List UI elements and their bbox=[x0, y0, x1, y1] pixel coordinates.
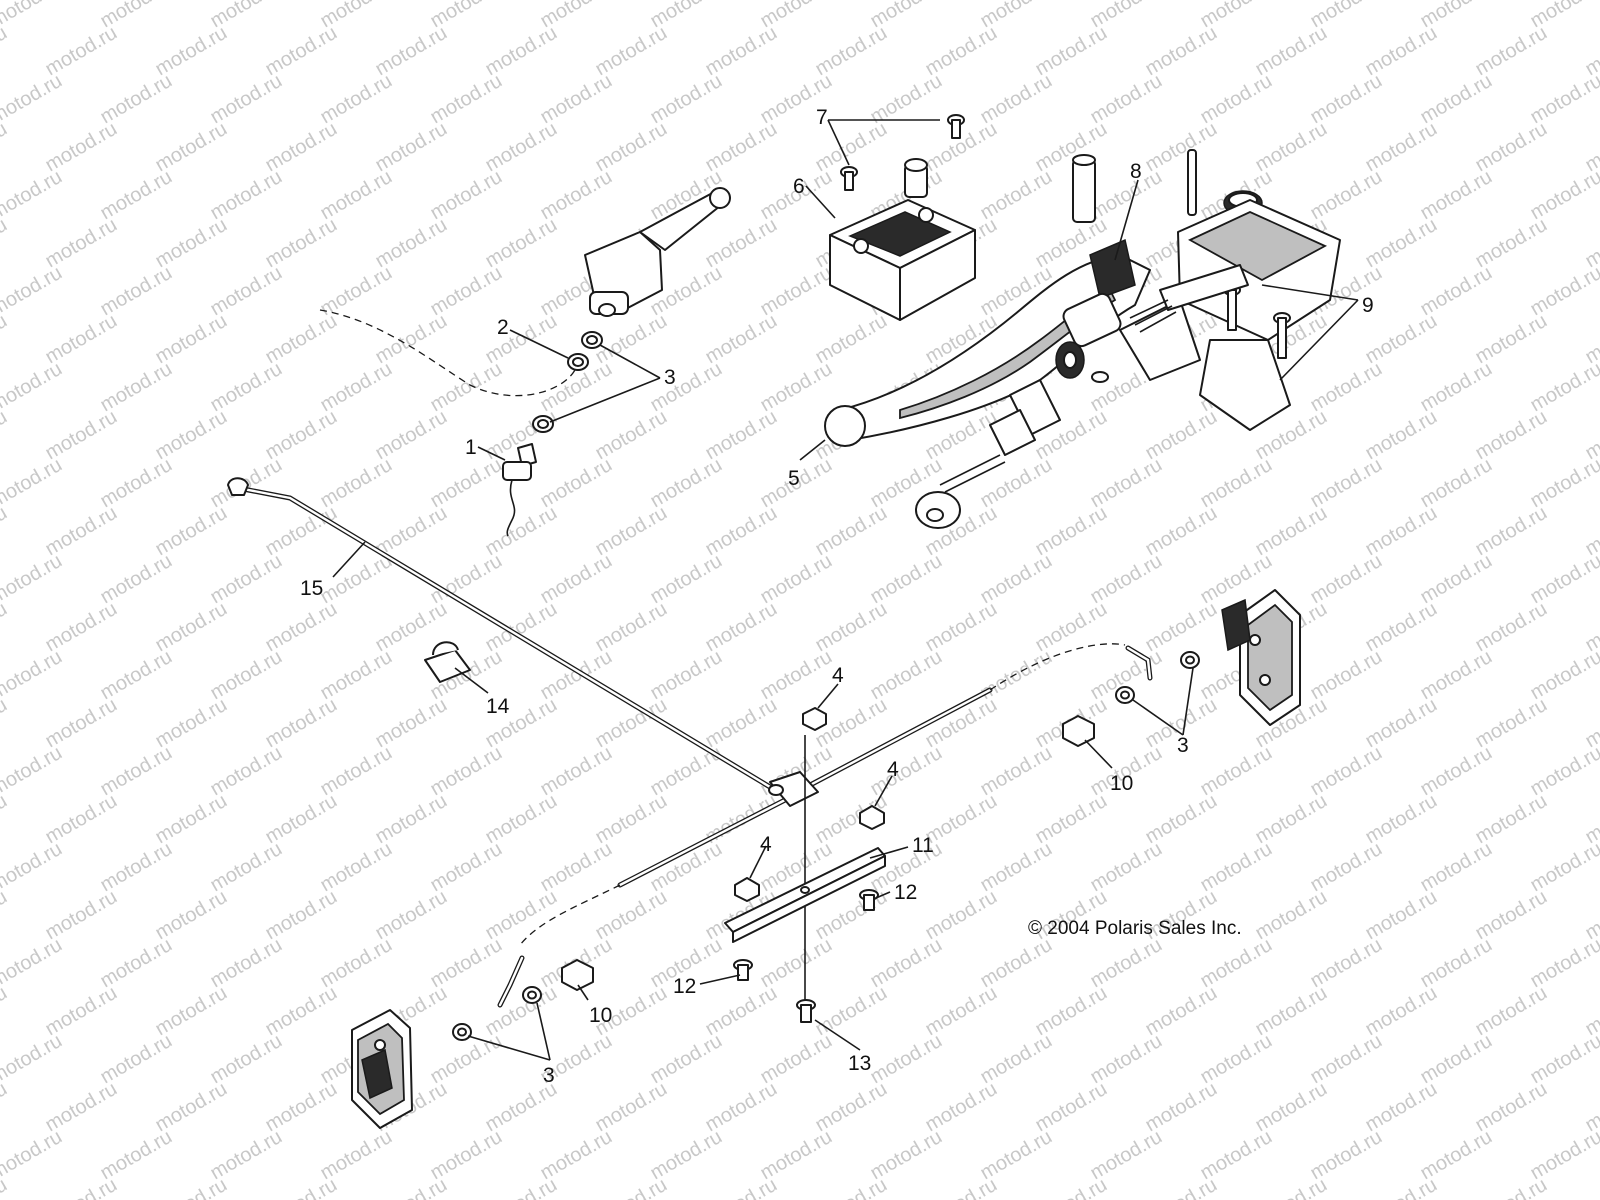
watermark-text: motod.ru bbox=[0, 22, 11, 81]
callout-11: 11 bbox=[912, 834, 934, 857]
piston-assembly bbox=[915, 264, 1249, 529]
callout-10: 10 bbox=[589, 1004, 612, 1027]
brake-line-left-branch bbox=[497, 797, 788, 1008]
brake-line-tee bbox=[768, 771, 819, 807]
left-hose-dashed-route bbox=[319, 309, 576, 397]
washer-upper bbox=[581, 331, 603, 349]
nut-right bbox=[859, 805, 885, 830]
watermark-text: motod.ru bbox=[0, 1030, 66, 1089]
callout-5: 5 bbox=[788, 467, 800, 490]
brake-line-right-branch bbox=[792, 643, 1153, 796]
callout-10: 10 bbox=[1110, 772, 1133, 795]
cover-screw-left bbox=[840, 166, 858, 191]
reservoir-cover bbox=[829, 158, 976, 321]
watermark-text: motod.ru bbox=[0, 70, 66, 129]
brake-line-clip bbox=[424, 641, 471, 683]
caliper-bolt-right bbox=[1062, 715, 1095, 747]
watermark-text: motod.ru bbox=[0, 118, 11, 177]
watermark-text: motod.ru bbox=[0, 790, 11, 849]
watermark-text: motod.ru bbox=[0, 166, 66, 225]
callout-7: 7 bbox=[816, 106, 828, 129]
watermark-text: motod.ru bbox=[922, 1174, 1001, 1200]
watermark-text: motod.ru bbox=[0, 262, 66, 321]
watermark-text: motod.ru bbox=[592, 1174, 671, 1200]
watermark-text: motod.ru bbox=[1142, 1174, 1221, 1200]
watermark-text: motod.ru bbox=[0, 1078, 11, 1137]
callout-4: 4 bbox=[887, 758, 899, 781]
caliper-washer-right-b bbox=[1115, 686, 1135, 704]
watermark-text: motod.ru bbox=[372, 1174, 451, 1200]
tee-mounting-screw bbox=[796, 999, 816, 1023]
banjo-bolt bbox=[502, 443, 537, 537]
brake-caliper-right bbox=[1221, 589, 1301, 726]
watermark-text: motod.ru bbox=[482, 1174, 561, 1200]
callout-14: 14 bbox=[486, 695, 510, 718]
watermark-text: motod.ru bbox=[152, 1174, 231, 1200]
brake-line-main bbox=[227, 477, 783, 796]
lever-pivot-pin bbox=[1072, 154, 1096, 223]
caliper-washer-left-a bbox=[522, 986, 542, 1004]
cover-screw-right bbox=[947, 114, 965, 139]
watermark-text: motod.ru bbox=[0, 982, 11, 1041]
reservoir-pin bbox=[1187, 149, 1197, 216]
watermark-text: motod.ru bbox=[262, 1174, 341, 1200]
watermark-text: motod.ru bbox=[0, 502, 11, 561]
watermark-text: motod.ru bbox=[0, 886, 11, 945]
watermark-text: motod.ru bbox=[42, 1174, 121, 1200]
watermark-text: motod.ru bbox=[0, 646, 66, 705]
left-lever-assembly bbox=[584, 187, 731, 317]
callout-12: 12 bbox=[894, 881, 917, 904]
watermark-text: motod.ru bbox=[0, 742, 66, 801]
callout-13: 13 bbox=[848, 1052, 871, 1075]
mounting-bracket bbox=[724, 847, 886, 943]
callout-4: 4 bbox=[760, 833, 772, 856]
watermark-text: motod.ru bbox=[1582, 1174, 1600, 1200]
callout-3: 3 bbox=[664, 366, 676, 389]
banjo-fitting-upper bbox=[567, 353, 589, 371]
brake-caliper-left bbox=[351, 1009, 413, 1129]
leader-lines bbox=[332, 119, 1359, 1061]
nut-upper bbox=[802, 707, 827, 731]
watermark-text: motod.ru bbox=[0, 0, 66, 32]
watermark-text: motod.ru bbox=[0, 934, 66, 993]
watermark-text: motod.ru bbox=[0, 214, 11, 273]
watermark-text: motod.ru bbox=[0, 454, 66, 513]
callout-6: 6 bbox=[793, 175, 805, 198]
callout-9: 9 bbox=[1362, 294, 1374, 317]
callout-8: 8 bbox=[1130, 160, 1142, 183]
watermark-text: motod.ru bbox=[1252, 1174, 1331, 1200]
watermark-text: motod.ru bbox=[0, 1126, 66, 1185]
callout-1: 1 bbox=[465, 436, 477, 459]
watermark-text: motod.ru bbox=[0, 358, 66, 417]
callout-12: 12 bbox=[673, 975, 696, 998]
watermark-text: motod.ru bbox=[812, 1174, 891, 1200]
callout-15: 15 bbox=[300, 577, 323, 600]
watermark-text: motod.ru bbox=[0, 1174, 11, 1200]
watermark-text: motod.ru bbox=[0, 838, 66, 897]
caliper-bolt-left bbox=[561, 959, 594, 991]
watermark-text: motod.ru bbox=[1362, 1174, 1441, 1200]
watermark-text: motod.ru bbox=[0, 406, 11, 465]
watermark-text: motod.ru bbox=[1472, 1174, 1551, 1200]
callout-2: 2 bbox=[497, 316, 509, 339]
watermark-text: motod.ru bbox=[0, 694, 11, 753]
watermark-text: motod.ru bbox=[0, 310, 11, 369]
callout-3: 3 bbox=[1177, 734, 1189, 757]
caliper-washer-right-a bbox=[1180, 651, 1200, 669]
nut-left bbox=[734, 877, 760, 902]
caliper-washer-left-b bbox=[452, 1023, 472, 1041]
bracket-screw-right bbox=[859, 889, 879, 911]
washer-lower bbox=[532, 415, 554, 433]
bracket-screw-left bbox=[733, 959, 753, 981]
watermark-text: motod.ru bbox=[1032, 1174, 1111, 1200]
watermark-text: motod.ru bbox=[702, 1174, 781, 1200]
master-cylinder-body bbox=[1119, 199, 1341, 431]
watermark-text: motod.ru bbox=[0, 550, 66, 609]
callout-3: 3 bbox=[543, 1064, 555, 1087]
watermark-text: motod.ru bbox=[0, 598, 11, 657]
copyright-notice: © 2004 Polaris Sales Inc. bbox=[1028, 918, 1242, 939]
callout-4: 4 bbox=[832, 664, 844, 687]
